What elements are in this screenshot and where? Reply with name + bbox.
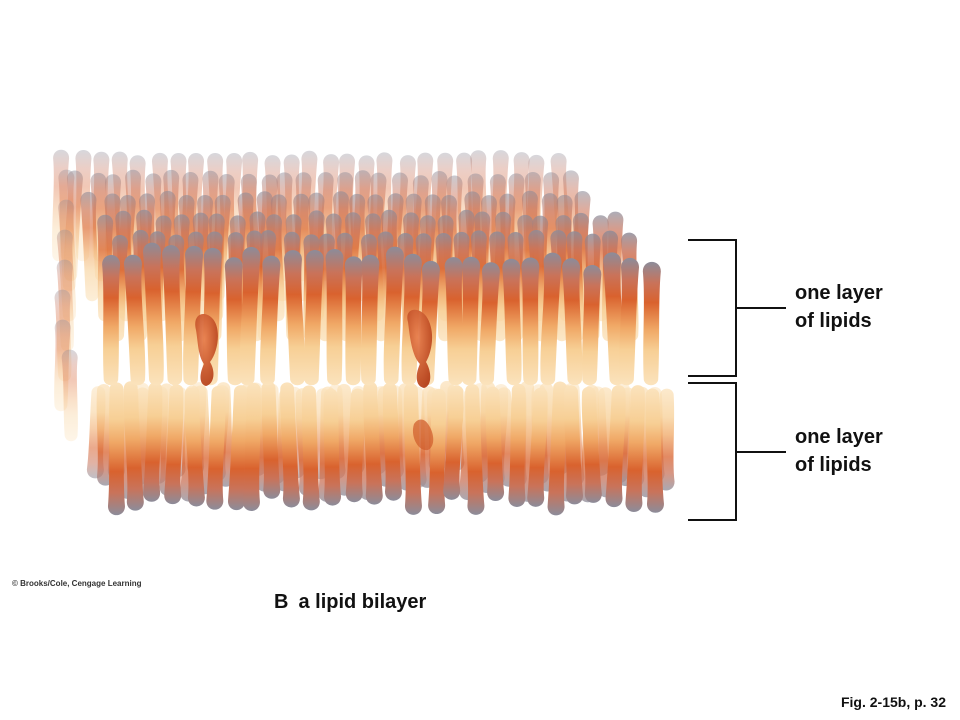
panel-caption-text: a lipid bilayer xyxy=(298,591,427,613)
lipid-molecule xyxy=(80,191,99,302)
lipid-molecule xyxy=(540,252,562,386)
lower-layer-label-line2: of lipids xyxy=(795,454,872,476)
lipid-molecule xyxy=(562,258,583,386)
lipid-molecule xyxy=(107,382,125,516)
lipid-molecule xyxy=(325,249,344,386)
upper-layer-label: one layer of lipids xyxy=(795,279,935,335)
lipid-molecule xyxy=(283,250,305,386)
lipid-molecule xyxy=(403,383,422,515)
lipid-molecule xyxy=(143,382,163,502)
lipid-molecule xyxy=(444,257,464,386)
lipid-molecule xyxy=(521,257,540,386)
lower-layer-label: one layer of lipids xyxy=(795,423,935,479)
lipid-molecule xyxy=(563,385,584,505)
lipid-molecule xyxy=(360,254,380,386)
lipid-molecule xyxy=(227,385,248,511)
lower-layer-bracket xyxy=(688,382,786,521)
upper-layer-label-line1: one layer xyxy=(795,282,883,304)
lipid-molecule xyxy=(382,382,402,501)
lipid-molecule xyxy=(485,386,505,502)
lipid-molecule xyxy=(625,385,645,512)
upper-layer-bracket xyxy=(688,239,786,377)
lipid-molecule xyxy=(61,349,78,442)
lipid-molecule xyxy=(428,388,446,515)
lipid-molecule xyxy=(461,256,481,386)
panel-letter: B xyxy=(274,591,289,613)
copyright-credit: © Brooks/Cole, Cengage Learning xyxy=(12,579,142,588)
upper-layer-label-line2: of lipids xyxy=(795,310,872,332)
lipid-molecule xyxy=(280,382,300,508)
lipid-molecule xyxy=(261,381,281,499)
lipid-molecule xyxy=(345,388,365,503)
lipid-molecule xyxy=(508,383,526,507)
lipid-molecule xyxy=(642,261,661,386)
lipid-molecule xyxy=(184,387,205,507)
lipid-molecule xyxy=(301,385,320,511)
lipid-molecule xyxy=(383,246,404,386)
lipid-molecule xyxy=(162,245,183,386)
embedded-molecule xyxy=(195,314,218,386)
lipid-molecule xyxy=(443,385,464,500)
lipid-molecule xyxy=(344,256,363,386)
lipid-molecule xyxy=(619,257,640,386)
lipid-molecule xyxy=(123,381,144,511)
lipid-molecule xyxy=(239,246,261,386)
lipid-molecule xyxy=(465,384,485,515)
lipid-molecule xyxy=(605,385,626,508)
figure-reference: Fig. 2-15b, p. 32 xyxy=(840,694,946,710)
lipid-molecule xyxy=(502,258,522,386)
upper-lipid-layer xyxy=(102,242,661,386)
lipid-molecule xyxy=(479,262,500,386)
embedded-molecule xyxy=(407,309,433,388)
lipid-molecule xyxy=(323,388,342,506)
lipid-molecule xyxy=(363,381,383,505)
lipid-molecule xyxy=(260,255,281,386)
embedded-molecule xyxy=(412,419,434,451)
lipid-molecule xyxy=(657,388,675,491)
lipid-molecule xyxy=(143,242,164,386)
lipid-molecule xyxy=(224,257,243,386)
lipid-molecule xyxy=(527,387,548,507)
lower-layer-label-line1: one layer xyxy=(795,426,883,448)
lipid-molecule xyxy=(547,381,568,516)
lipid-molecule xyxy=(582,265,602,386)
lipid-molecule xyxy=(242,382,261,511)
lipid-molecule xyxy=(164,384,184,505)
lipid-molecule xyxy=(645,388,664,513)
lipid-molecule xyxy=(102,255,121,386)
lipid-molecule xyxy=(123,254,146,386)
lipid-molecule xyxy=(603,252,625,386)
lipid-molecule xyxy=(303,249,324,386)
lipid-molecule xyxy=(183,245,204,386)
lower-lipid-layer xyxy=(86,380,675,516)
lipid-molecule xyxy=(206,385,226,510)
lipid-molecule xyxy=(581,386,602,503)
embedded-molecules xyxy=(195,309,434,451)
